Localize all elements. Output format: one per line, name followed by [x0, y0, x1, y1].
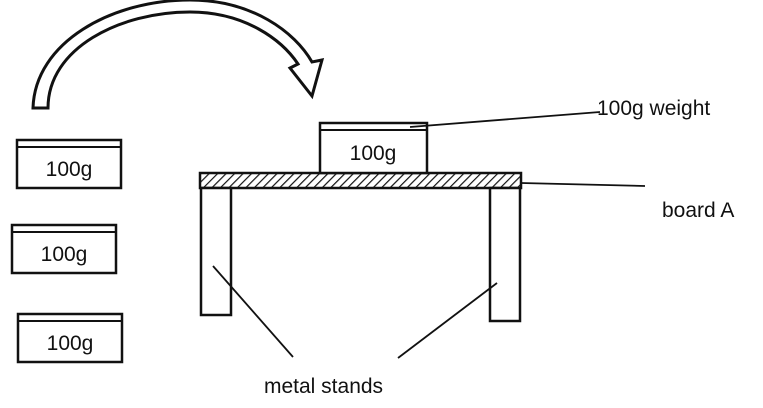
- board-label: board A: [662, 199, 734, 222]
- weight-stack-1: 100g: [15, 138, 123, 190]
- curved-arrow-icon: [31, 0, 325, 110]
- stand-right-leader-line: [397, 282, 498, 359]
- metal-stand-left: [199, 186, 233, 317]
- board-leader-line: [520, 182, 646, 187]
- weight-stack-3-label: 100g: [47, 332, 94, 355]
- weight-label: 100g weight: [597, 97, 710, 120]
- stand-left-leader-line: [212, 265, 294, 358]
- weight-leader-line: [409, 111, 601, 128]
- weight-stack-2-label: 100g: [41, 243, 88, 266]
- weight-stack-3: 100g: [16, 312, 124, 364]
- weight-on-board-label: 100g: [350, 142, 397, 165]
- metal-stand-right: [488, 186, 522, 323]
- weight-stack-2: 100g: [10, 223, 118, 275]
- stands-label: metal stands: [264, 375, 383, 398]
- board-a: [198, 171, 523, 190]
- weight-on-board: 100g: [318, 121, 429, 175]
- weight-stack-1-label: 100g: [46, 158, 93, 181]
